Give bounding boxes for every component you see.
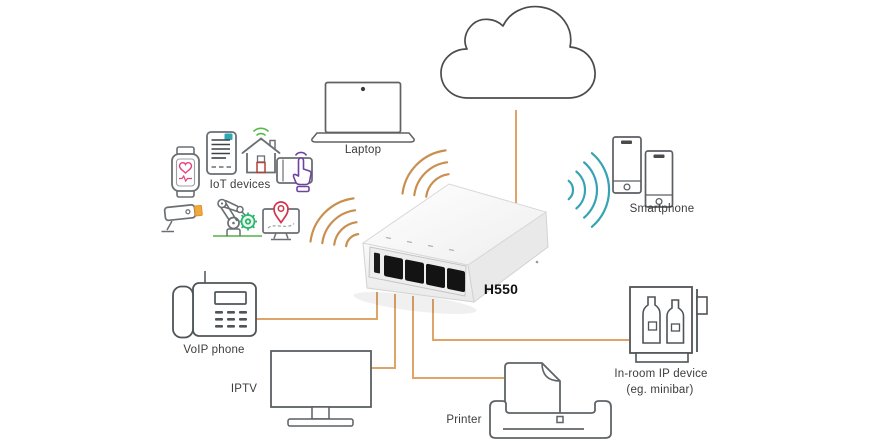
iot-tablet-touch-icon [276, 151, 313, 193]
iot-location-monitor-icon [262, 201, 300, 241]
access-point-device [353, 183, 549, 314]
wifi-arcs-iot [309, 197, 360, 248]
minibar-sublabel: (eg. minibar) [626, 384, 694, 396]
smartphone-icon [612, 136, 674, 208]
iot-watch-icon [171, 146, 200, 198]
wired-link-printer [412, 296, 504, 379]
h550-label: H550 [483, 281, 519, 297]
smartphone-label: Smartphone [629, 203, 695, 215]
laptop-label: Laptop [344, 144, 382, 156]
voip-phone-icon [172, 271, 257, 339]
voip-phone-label: VoIP phone [183, 344, 245, 356]
printer-label: Printer [446, 414, 482, 426]
iot-camera-icon [161, 204, 203, 233]
iot-robot-arm-icon [213, 198, 262, 237]
wired-link-voip [256, 292, 378, 320]
laptop-icon [311, 81, 415, 143]
iptv-label: IPTV [230, 383, 258, 395]
iot-smart-home-icon [241, 127, 281, 174]
wired-link-iptv [371, 294, 396, 369]
cloud-icon [440, 5, 596, 99]
wifi-arcs-smartphone [567, 152, 611, 228]
minibar-label: In-room IP device [614, 368, 708, 380]
wired-link-minibar [432, 299, 629, 341]
iot-devices-label: IoT devices [209, 179, 271, 191]
iptv-icon [270, 350, 372, 427]
minibar-icon [629, 286, 708, 363]
iot-ereader-icon [206, 131, 237, 175]
printer-icon [489, 362, 612, 439]
